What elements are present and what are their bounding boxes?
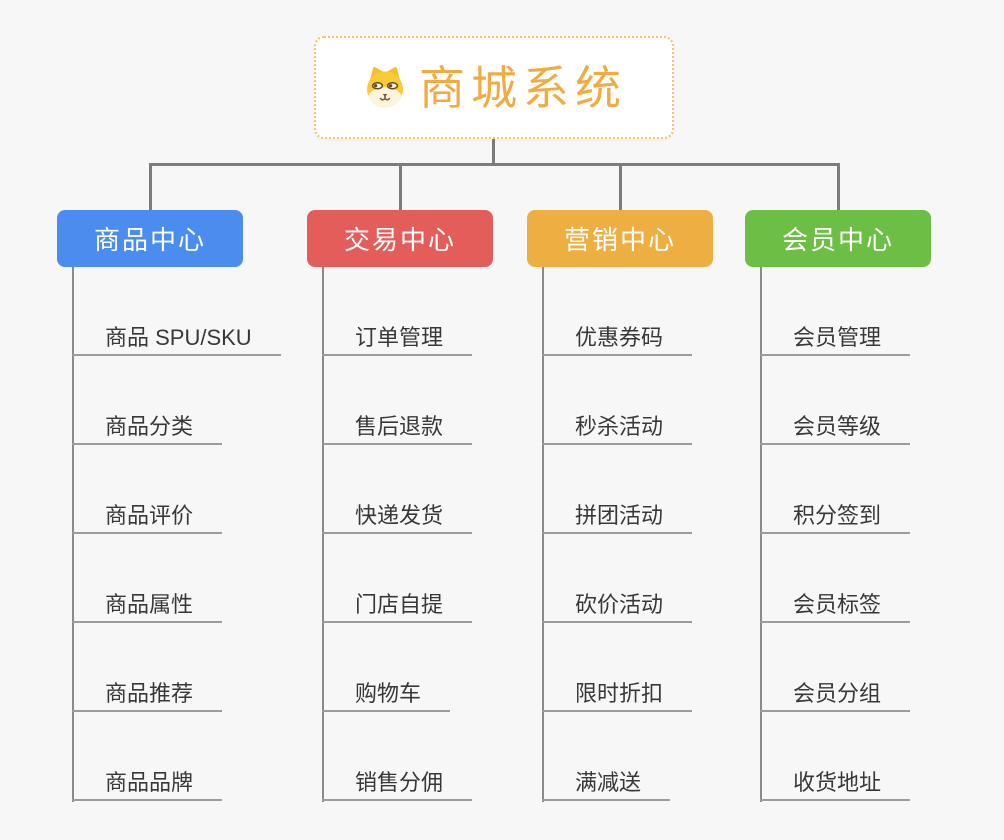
leaf-item[interactable]: 限时折扣 (542, 680, 693, 712)
dog-icon (367, 66, 403, 107)
branch-vertical-line (322, 267, 324, 802)
leaf-item[interactable]: 商品分类 (72, 413, 223, 445)
leaf-item[interactable]: 收货地址 (760, 769, 911, 801)
leaf-item[interactable]: 积分签到 (760, 502, 911, 534)
leaf-item[interactable]: 砍价活动 (542, 591, 693, 623)
branch-vertical-line (72, 267, 74, 802)
leaf-item[interactable]: 会员管理 (760, 324, 911, 356)
leaf-item[interactable]: 会员分组 (760, 680, 911, 712)
branch-node-marketing[interactable]: 营销中心 (527, 210, 713, 267)
leaf-item[interactable]: 会员等级 (760, 413, 911, 445)
leaf-item[interactable]: 秒杀活动 (542, 413, 693, 445)
connector-horizontal (149, 163, 840, 166)
connector-drop (837, 163, 840, 210)
root-title: 商城系统 (419, 61, 627, 114)
branch-vertical-line (760, 267, 762, 802)
leaf-item[interactable]: 订单管理 (322, 324, 473, 356)
connector-drop (399, 163, 402, 210)
branch-node-member[interactable]: 会员中心 (745, 210, 931, 267)
branch-node-product[interactable]: 商品中心 (57, 210, 243, 267)
leaf-item[interactable]: 会员标签 (760, 591, 911, 623)
leaf-item[interactable]: 门店自提 (322, 591, 473, 623)
leaf-item[interactable]: 快递发货 (322, 502, 473, 534)
connector-drop (619, 163, 622, 210)
leaf-item[interactable]: 商品推荐 (72, 680, 223, 712)
branch-node-trade[interactable]: 交易中心 (307, 210, 493, 267)
leaf-item[interactable]: 商品评价 (72, 502, 223, 534)
branch-vertical-line (542, 267, 544, 802)
leaf-item[interactable]: 售后退款 (322, 413, 473, 445)
leaf-item[interactable]: 拼团活动 (542, 502, 693, 534)
leaf-item[interactable]: 满减送 (542, 769, 671, 801)
connector-drop (149, 163, 152, 210)
leaf-item[interactable]: 购物车 (322, 680, 451, 712)
leaf-item[interactable]: 商品属性 (72, 591, 223, 623)
leaf-item[interactable]: 优惠券码 (542, 324, 693, 356)
leaf-item[interactable]: 销售分佣 (322, 769, 473, 801)
root-node[interactable]: 商城系统 (314, 36, 674, 139)
leaf-item[interactable]: 商品 SPU/SKU (72, 324, 281, 356)
connector-root-stem (492, 139, 495, 166)
leaf-item[interactable]: 商品品牌 (72, 769, 223, 801)
